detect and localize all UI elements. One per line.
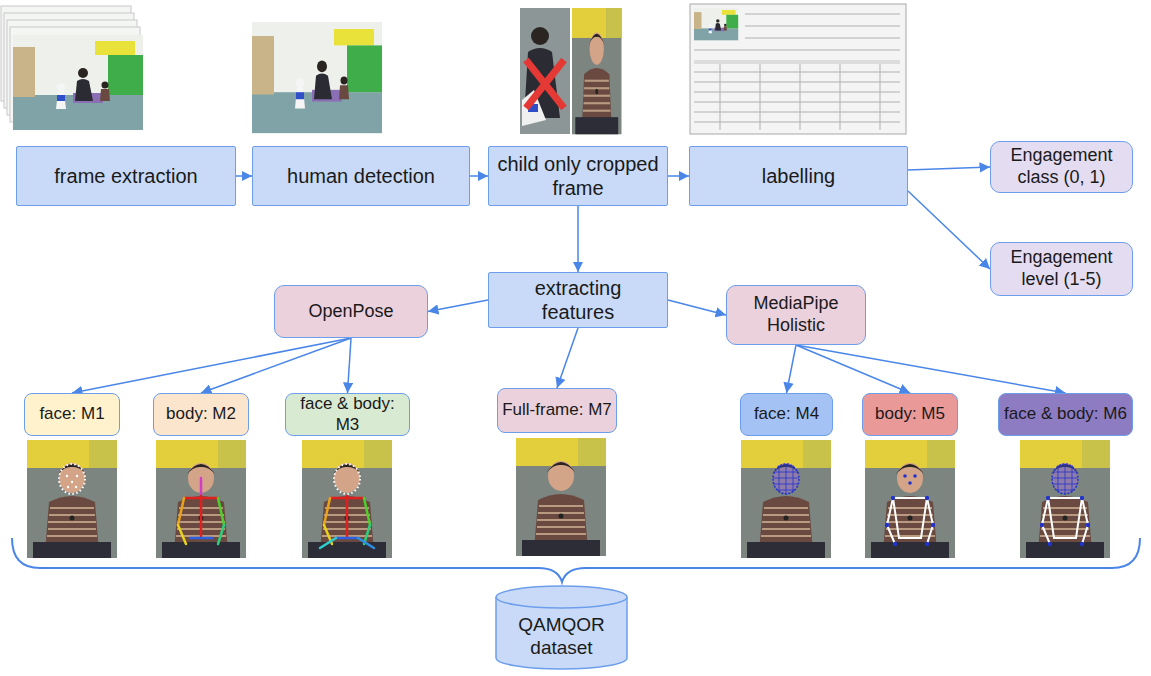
node-text: body: M2 [166,404,236,424]
process-box: human detection [252,146,470,206]
flow-arrow [668,175,689,177]
frame-stack [1,6,143,130]
flow-arrow [428,300,488,312]
output-box: Engagement level (1-5) [990,242,1133,296]
flow-arrow [201,338,351,393]
process-box: extracting features [488,272,668,328]
node-text: human detection [287,164,435,188]
process-box: child only cropped frame [488,146,668,206]
node-text: face: M4 [754,404,819,424]
output-box: Engagement class (0, 1) [990,141,1133,193]
node-text: Engagement level (1-5) [999,247,1124,290]
feature-box: body: M2 [153,393,249,436]
flow-arrow [236,175,252,177]
feature-m1-image [27,440,117,558]
node-text: extracting features [497,276,659,324]
flow-arrow [348,338,352,393]
feature-m5-image [865,440,955,558]
process-box: frame extraction [16,146,236,206]
feature-m4-image [741,440,831,558]
node-text: face & body: M3 [290,394,405,435]
process-box: labelling [689,146,908,206]
flow-arrow [577,206,579,272]
feature-box: face & body: M3 [285,393,410,436]
node-text: frame extraction [54,164,197,188]
detection-frame [252,22,382,133]
dataset-cylinder: QAMQOR dataset [495,585,628,670]
flow-arrow [557,328,578,388]
tool-box: MediaPipe Holistic [726,285,866,345]
cropped-frames [520,8,622,134]
flow-arrow [796,345,910,393]
feature-m2-image [156,440,246,558]
feature-m6-image [1020,440,1110,558]
flow-arrow [908,191,990,269]
node-text: body: M5 [875,404,945,424]
flow-arrow [796,345,1066,393]
node-text: child only cropped frame [497,152,659,200]
flow-arrow [668,300,726,315]
node-text: MediaPipe Holistic [735,293,857,336]
node-text: OpenPose [308,301,393,323]
feature-box: face: M1 [24,393,120,436]
feature-m3-image [302,440,392,558]
node-text: Engagement class (0, 1) [999,145,1124,188]
flow-arrow [787,345,797,393]
feature-box: face & body: M6 [998,393,1133,436]
grouping-brace [12,538,1140,582]
node-text: face & body: M6 [1004,404,1127,424]
feature-box: Full-frame: M7 [497,388,617,433]
node-text: labelling [762,164,835,188]
cylinder-top [496,586,627,608]
feature-box: face: M4 [740,393,833,436]
flow-arrow [908,167,990,170]
flow-arrow [72,338,351,393]
labelling-screenshot [690,4,906,134]
flow-arrow [470,175,488,177]
tool-box: OpenPose [274,285,428,338]
feature-m7-image [516,438,606,556]
node-text: QAMQOR dataset [503,614,620,660]
feature-box: body: M5 [862,393,958,436]
node-text: Full-frame: M7 [502,400,612,420]
node-text: face: M1 [39,404,104,424]
